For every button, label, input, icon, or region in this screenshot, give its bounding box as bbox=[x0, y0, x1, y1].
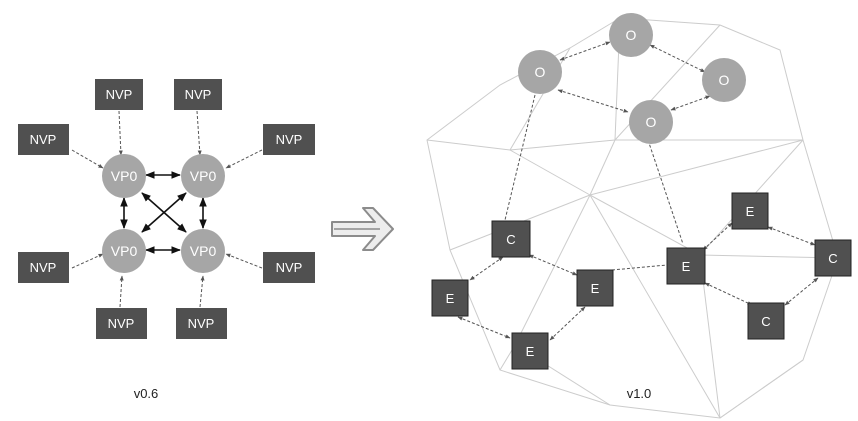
c-node: C bbox=[814, 239, 852, 277]
nvp-label: NVP bbox=[276, 260, 303, 275]
nvp-node: NVP bbox=[174, 79, 222, 110]
v06-diagram: VP0 VP0 VP0 VP0 NVP NVP NVP NVP bbox=[18, 79, 315, 401]
o-label: O bbox=[626, 27, 637, 43]
o-node: O bbox=[609, 13, 653, 57]
vp0-label: VP0 bbox=[111, 168, 138, 184]
nvp-node: NVP bbox=[18, 252, 69, 283]
vp0-node: VP0 bbox=[181, 154, 225, 198]
vp0-node: VP0 bbox=[181, 229, 225, 273]
o-label: O bbox=[646, 114, 657, 130]
o-node: O bbox=[702, 58, 746, 102]
e-label: E bbox=[591, 281, 600, 296]
vp0-label: VP0 bbox=[190, 243, 217, 259]
nvp-links bbox=[71, 110, 263, 308]
o-node: O bbox=[518, 50, 562, 94]
nvp-node: NVP bbox=[176, 308, 227, 339]
e-label: E bbox=[446, 291, 455, 306]
nvp-node: NVP bbox=[18, 124, 69, 155]
nvp-label: NVP bbox=[188, 316, 215, 331]
vp0-label: VP0 bbox=[190, 168, 217, 184]
e-node: E bbox=[666, 247, 706, 285]
v10-diagram: O O O O C E E E bbox=[426, 13, 852, 419]
nvp-label: NVP bbox=[106, 87, 133, 102]
v10-caption: v1.0 bbox=[627, 386, 652, 401]
vp0-node: VP0 bbox=[102, 229, 146, 273]
peer-links bbox=[457, 41, 819, 341]
e-label: E bbox=[682, 259, 691, 274]
vp0-label: VP0 bbox=[111, 243, 138, 259]
transition-arrow-icon bbox=[331, 207, 394, 251]
c-node: C bbox=[491, 220, 531, 258]
e-node: E bbox=[731, 192, 769, 230]
v06-caption: v0.6 bbox=[134, 386, 159, 401]
nvp-label: NVP bbox=[30, 132, 57, 147]
c-node: C bbox=[747, 302, 785, 340]
nvp-label: NVP bbox=[30, 260, 57, 275]
c-label: C bbox=[761, 314, 770, 329]
e-label: E bbox=[526, 344, 535, 359]
o-node: O bbox=[629, 100, 673, 144]
e-label: E bbox=[746, 204, 755, 219]
vp0-mesh-links bbox=[120, 171, 207, 254]
nvp-node: NVP bbox=[95, 79, 143, 110]
c-label: C bbox=[506, 232, 515, 247]
e-node: E bbox=[431, 279, 469, 317]
nvp-node: NVP bbox=[96, 308, 147, 339]
e-node: E bbox=[511, 332, 549, 370]
o-label: O bbox=[719, 72, 730, 88]
nvp-label: NVP bbox=[276, 132, 303, 147]
e-node: E bbox=[576, 269, 614, 307]
nvp-label: NVP bbox=[108, 316, 135, 331]
o-label: O bbox=[535, 64, 546, 80]
nvp-node: NVP bbox=[263, 124, 315, 155]
nvp-label: NVP bbox=[185, 87, 212, 102]
nvp-node: NVP bbox=[263, 252, 315, 283]
mesh-lines bbox=[426, 17, 839, 419]
c-label: C bbox=[828, 251, 837, 266]
vp0-node: VP0 bbox=[102, 154, 146, 198]
